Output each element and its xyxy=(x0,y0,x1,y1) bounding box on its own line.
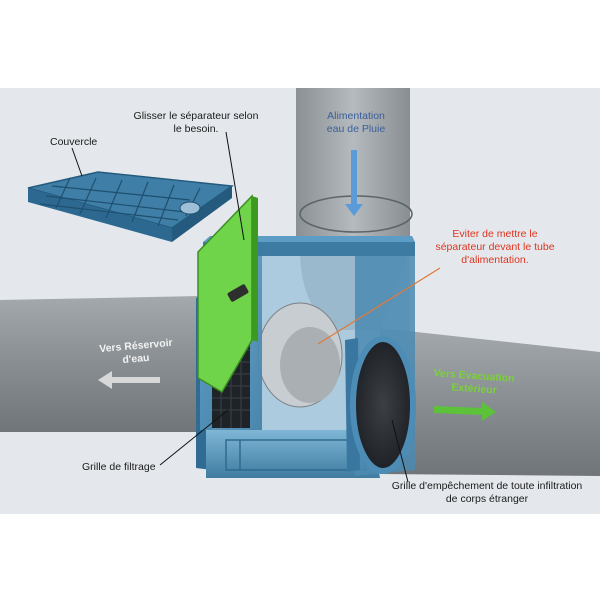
inlet-opening-shade xyxy=(280,327,340,403)
cover-hole xyxy=(179,201,201,215)
arrow-reservoir-left xyxy=(98,371,160,389)
arrow-evacuation-right xyxy=(434,402,496,421)
label-grille-filtrage: Grille de filtrage xyxy=(82,461,156,473)
label-separateur-line2: le besoin. xyxy=(173,123,219,135)
pipe-left xyxy=(0,296,200,432)
box-floor xyxy=(206,430,380,478)
label-alimentation-line2: eau de Pluie xyxy=(326,123,386,135)
cover-grid xyxy=(39,177,201,227)
label-grille-empechement-line2: de corps étranger xyxy=(445,493,529,505)
callout-line-cover xyxy=(71,147,83,177)
separator-plate xyxy=(197,194,253,394)
label-couvercle: Couvercle xyxy=(50,136,98,148)
pipe-right xyxy=(380,328,600,476)
label-eviter-line2: séparateur devant le tube xyxy=(435,241,555,253)
arrow-rain-down xyxy=(345,150,363,216)
separator-handle xyxy=(227,284,249,302)
outlet-grille-disc xyxy=(350,336,416,474)
separator-plate-edge xyxy=(252,196,258,342)
callout-line-warning xyxy=(317,267,441,345)
label-alimentation-line1: Alimentation xyxy=(327,110,385,122)
callout-line-filter xyxy=(159,409,229,466)
label-eviter-line1: Eviter de mettre le xyxy=(452,228,538,240)
label-eviter-line3: d'alimentation. xyxy=(461,254,529,266)
callout-line-separator xyxy=(225,131,245,241)
label-grille-empechement-line1: Grille d'empêchement de toute infiltrati… xyxy=(391,480,583,492)
callout-line-outlet-grille xyxy=(391,419,409,483)
cover-plate-side-right xyxy=(172,186,232,242)
label-separateur-line1: Glisser le séparateur selon xyxy=(133,110,259,122)
cover-plate-side xyxy=(28,188,172,242)
